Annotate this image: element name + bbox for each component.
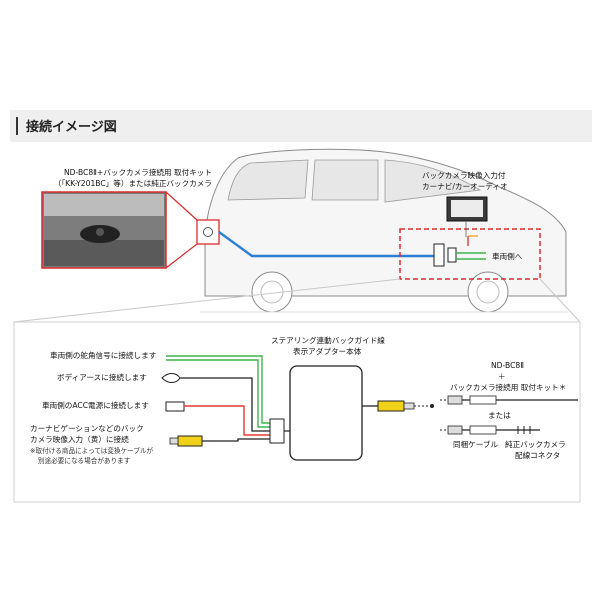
adapter-body xyxy=(289,365,363,461)
kit-label-line1: ND-BC8Ⅱ+バックカメラ接続用 取付キット xyxy=(63,168,212,177)
video-wire-left xyxy=(202,438,282,442)
section-title: 接続イメージ図 xyxy=(26,120,117,135)
kit-label-line2: （「KK-Y201BC」等）または純正バックカメラ xyxy=(53,179,212,188)
blue-video-wire xyxy=(218,231,434,258)
body-ground-label: ボディアースに接続します xyxy=(57,373,147,382)
right-kit-plus: ＋ xyxy=(498,372,506,381)
van-rear-window xyxy=(227,159,309,201)
genuine-camera-label-line1: 純正バックカメラ xyxy=(505,440,566,449)
note-line2: 別途必要になる場合があります xyxy=(38,457,131,465)
yellow-rca-right-icon xyxy=(377,400,405,412)
steering-signal-label: 車両側の舵角信号に接続します xyxy=(50,351,157,360)
genuine-camera-label-line2: 配線コネクタ xyxy=(515,451,561,460)
video-input-label-line2: カメラ映像入力（黄）に接続 xyxy=(30,435,129,444)
yellow-rca-left-icon xyxy=(177,435,203,447)
right-kit-line1: ND-BC8Ⅱ xyxy=(491,361,524,370)
acc-power-label: 車両側のACC電源に接続します xyxy=(42,401,149,410)
rear-wheel xyxy=(251,271,293,313)
green-steering-wire xyxy=(166,355,282,424)
section-header: 接続イメージ図 xyxy=(10,110,592,142)
navi-label-line2: カーナビ/カーオーディオ xyxy=(422,182,508,191)
acc-red-wire xyxy=(184,405,282,436)
ground-terminal-icon xyxy=(161,373,181,383)
adapter-label-line2: 表示アダプター本体 xyxy=(293,347,362,356)
adapter-box-right xyxy=(447,247,457,263)
right-kit-line2: バックカメラ接続用 取付キット＊ xyxy=(450,383,567,392)
navi-unit xyxy=(446,196,488,222)
van-front-window xyxy=(384,159,482,203)
adapter-label-line1: ステアリング連動バックガイド線 xyxy=(271,336,385,345)
header-accent-bar xyxy=(16,117,18,135)
van-outline xyxy=(204,148,567,297)
camera-on-van xyxy=(196,219,220,245)
navi-label-line1: バックカメラ映像入力付 xyxy=(422,171,506,180)
camera-photo xyxy=(41,191,167,269)
ground-wire xyxy=(180,377,282,432)
van-side-window xyxy=(311,159,379,201)
acc-connector-icon xyxy=(165,401,185,412)
adapter-box-left xyxy=(433,243,445,267)
to-vehicle-label: 車両側へ xyxy=(492,252,523,261)
bundled-cable-label: 同梱ケーブル xyxy=(453,440,499,449)
adapter-connector xyxy=(269,418,285,444)
or-label: または xyxy=(488,411,511,420)
video-input-label-line1: カーナビゲーションなどのバック xyxy=(30,424,144,433)
front-wheel xyxy=(467,271,509,313)
note-line1: ※取付ける商品によっては変換ケーブルが xyxy=(30,447,154,455)
